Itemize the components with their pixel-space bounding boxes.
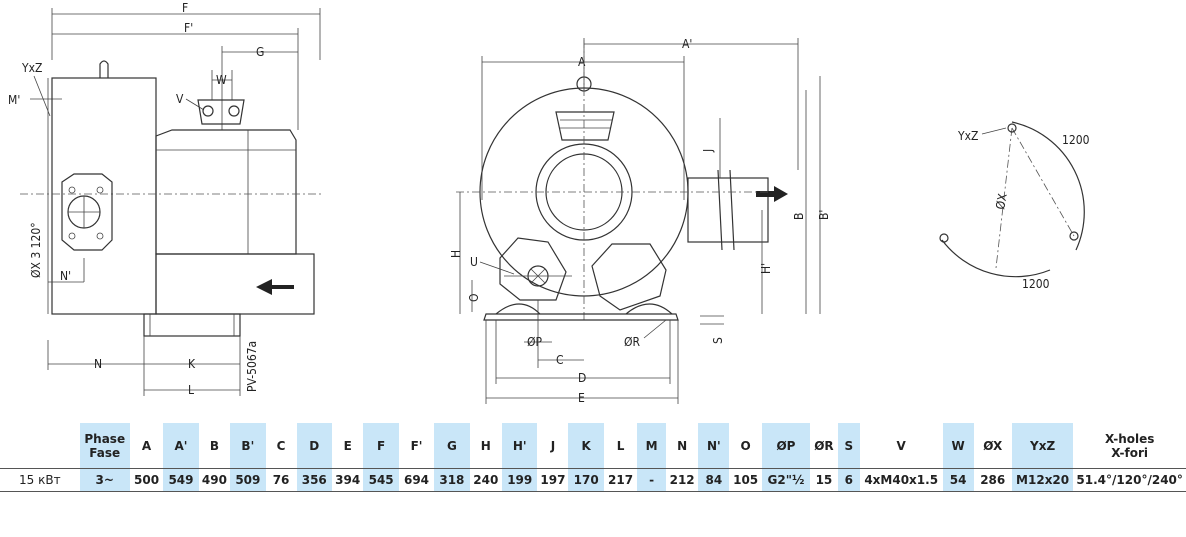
table-cell-12: 199 [502,468,538,492]
column-header-14: K [568,423,604,469]
column-header-8: F [363,423,399,469]
table-cell-10: 318 [434,468,470,492]
dim-A: A [578,55,586,69]
column-header-18: N' [698,423,730,469]
label-U: U [470,255,478,269]
table-cell-3: 490 [198,468,231,492]
column-header-26: YxZ [1011,423,1074,469]
column-header-22: S [837,423,860,469]
dim-B: B [792,213,806,220]
dim-H: H [449,250,463,258]
dim-B-prime: B' [817,210,831,220]
table-cell-2: 549 [163,468,199,492]
label-side-holes: ØX 3 120° [29,222,43,278]
table-cell-13: 197 [537,468,569,492]
table-cell-24: 54 [942,468,974,492]
table-cell-26: M12x20 [1011,468,1074,492]
dim-O: O [467,294,481,303]
table-cell-6: 356 [296,468,332,492]
dim-W: W [216,73,227,87]
flange-label-X: ØX [993,192,1010,211]
table-cell-5: 76 [265,468,297,492]
dim-P: ØP [527,335,542,349]
column-header-12: H' [502,423,538,469]
column-header-6: D [296,423,332,469]
dim-R: ØR [624,335,640,349]
column-header-19: O [740,438,751,453]
dim-L: L [188,383,194,397]
row-label: 15 кВт [0,468,80,492]
column-header-16: M [637,423,666,469]
column-header-21: ØR [814,438,834,453]
flange-label-YxZ: YxZ [957,129,978,143]
dim-E: E [578,391,585,405]
label-M-prime: M' [8,93,20,107]
column-header-2: A' [163,423,199,469]
dim-F: F [182,1,188,15]
table-cell-20: G2"½ [761,468,811,492]
table-cell-14: 170 [568,468,604,492]
table-cell-7: 394 [331,468,364,492]
table-cell-0: 3~ [79,468,130,492]
table-cell-9: 694 [398,468,435,492]
flange-detail: YxZ ØX 1200 1200 [939,121,1090,291]
column-header-5: C [276,438,286,453]
table-cell-23: 4xM40x1.5 [859,468,943,492]
column-header-3: B [209,438,219,453]
drawing-code: PV-5067a [245,341,259,392]
table-cell-1: 500 [129,468,164,492]
table-cell-22: 6 [837,468,860,492]
flange-label-1200-bottom: 1200 [1022,277,1050,291]
header-blank [0,423,80,469]
table-cell-11: 240 [469,468,503,492]
dim-D: D [578,371,586,385]
column-header-7: E [343,438,352,453]
table-cell-21: 15 [810,468,838,492]
dim-H-prime: H' [759,263,773,274]
column-header-13: J [550,438,556,453]
column-header-15: L [616,438,625,453]
column-header-20: ØP [761,423,811,469]
column-header-25: ØX [983,438,1003,453]
flange-label-1200-top: 1200 [1062,133,1090,147]
column-header-1: A [141,438,152,453]
label-YxZ: YxZ [21,61,42,75]
column-header-11: H [480,438,491,453]
column-header-17: N [677,438,688,453]
column-header-23: V [896,438,906,453]
table-cell-27: 51.4°/120°/240° [1073,468,1186,492]
label-N-prime: N' [60,269,71,283]
side-view: F F' G W V YxZ M' [8,1,322,397]
technical-drawing: F F' G W V YxZ M' [8,1,1090,405]
table-cell-8: 545 [363,468,399,492]
column-header-10: G [434,423,470,469]
table-cell-19: 105 [729,468,762,492]
table-cell-18: 84 [698,468,730,492]
dim-N: N [94,357,102,371]
dim-S: S [711,337,725,344]
dim-C: C [556,353,564,367]
dim-F-prime: F' [184,21,193,35]
dim-A-prime: A' [682,37,692,51]
dim-K: K [188,357,196,371]
table-cell-4: 509 [230,468,266,492]
dim-J: J [701,149,715,153]
column-header-4: B' [230,423,266,469]
table-cell-15: 217 [603,468,638,492]
table-cell-25: 286 [973,468,1012,492]
table-cell-16: - [637,468,666,492]
table-cell-17: 212 [665,468,699,492]
column-header-9: F' [410,438,423,453]
front-view: A' A J B B' H' H [449,37,831,405]
dim-G: G [256,45,264,59]
dim-V: V [176,92,184,106]
column-header-24: W [942,423,974,469]
